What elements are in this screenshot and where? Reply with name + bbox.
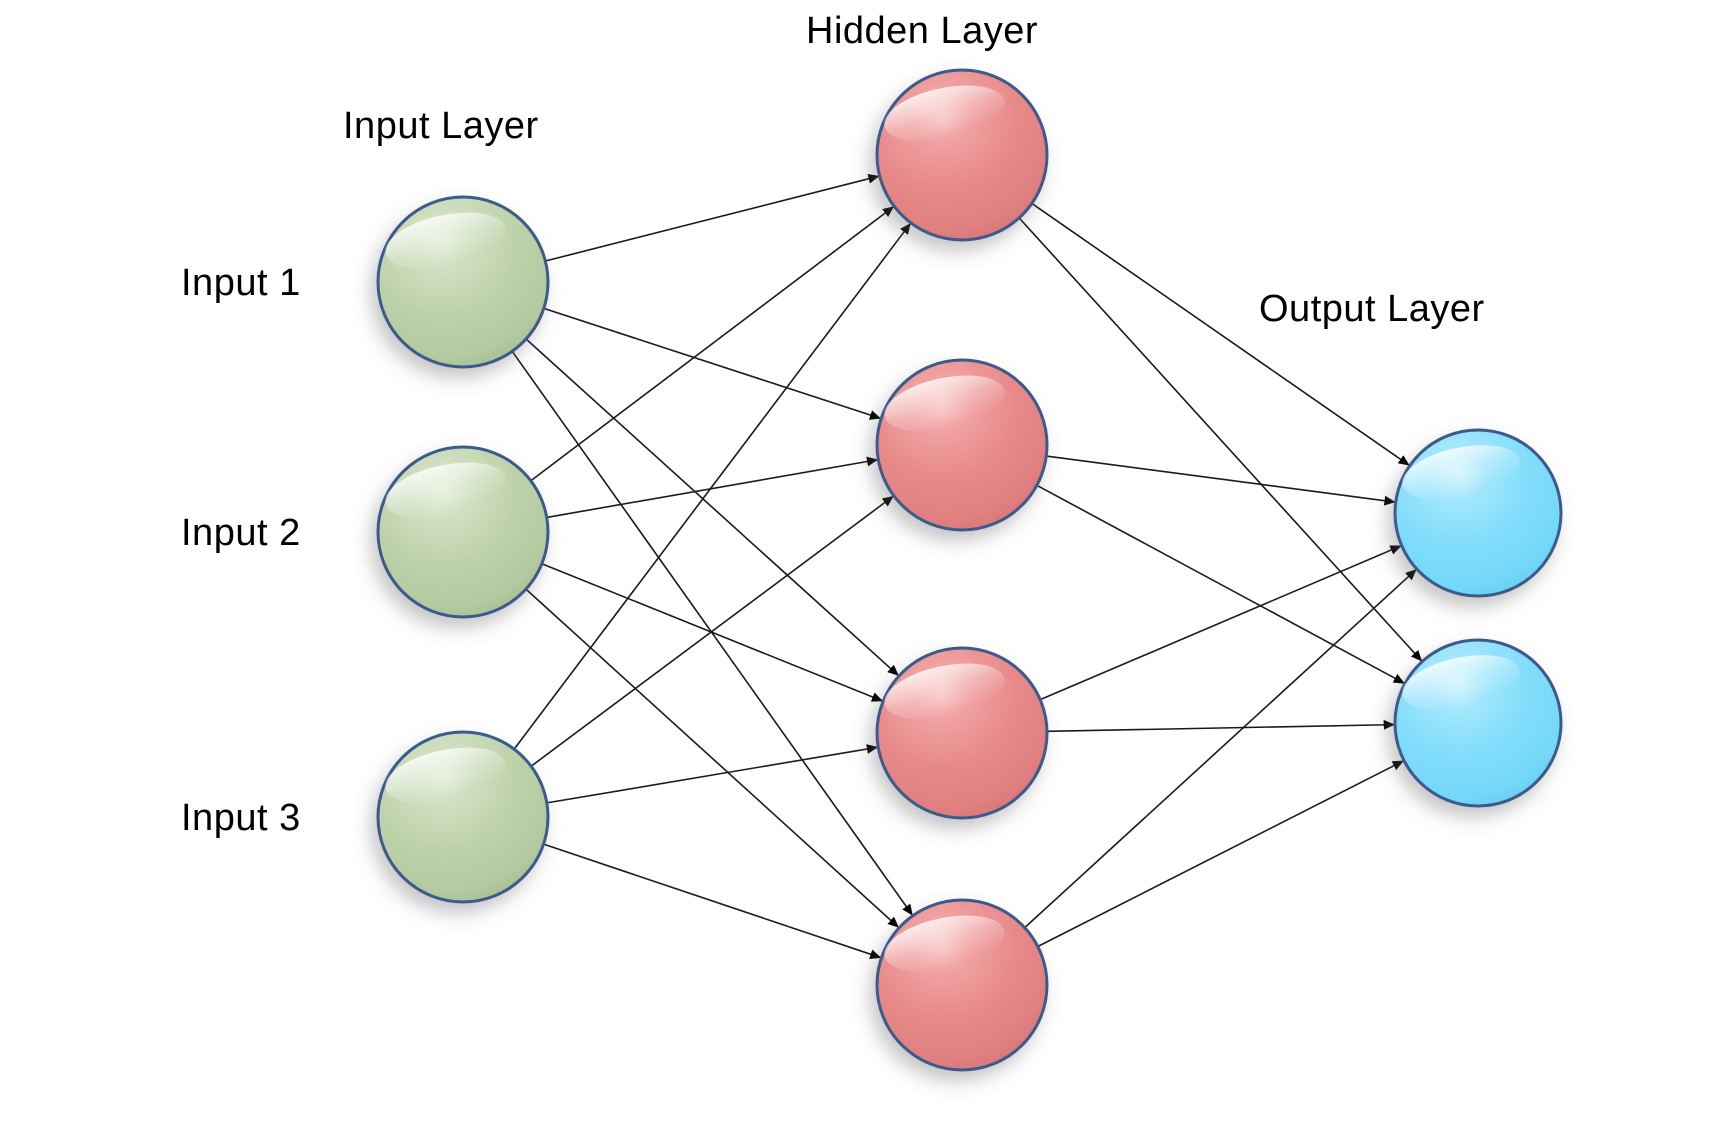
output-node-2[interactable] <box>1393 638 1563 808</box>
node-gloss-highlight <box>385 747 506 804</box>
edge-input-to-hidden <box>543 843 882 959</box>
edge-hidden-to-output <box>1046 455 1396 506</box>
edge-input-to-hidden <box>545 173 880 262</box>
hidden-node-1[interactable] <box>875 68 1049 242</box>
hidden-node-3[interactable] <box>875 646 1049 820</box>
hidden-node-2[interactable] <box>875 358 1049 532</box>
edge-hidden-to-output <box>1031 202 1410 466</box>
edge-input-to-hidden <box>543 307 882 420</box>
input-layer-title: Input Layer <box>343 105 539 147</box>
edge-input-to-hidden <box>513 222 911 750</box>
edge-input-to-hidden <box>546 456 879 519</box>
edges-group <box>511 173 1423 959</box>
output-layer-title: Output Layer <box>1259 288 1485 330</box>
edge-hidden-to-output <box>1039 545 1402 701</box>
input-node-label-1: Input 1 <box>181 262 301 304</box>
node-gloss-highlight <box>1402 445 1520 500</box>
edge-input-to-hidden <box>530 206 895 482</box>
edge-input-to-hidden <box>530 495 894 767</box>
input-node-1[interactable] <box>376 195 550 369</box>
output-node-1[interactable] <box>1393 428 1563 598</box>
edge-input-to-hidden <box>525 588 899 928</box>
node-gloss-highlight <box>884 915 1005 972</box>
input-node-3[interactable] <box>376 730 550 904</box>
edge-input-to-hidden <box>546 744 879 804</box>
edge-input-to-hidden <box>525 338 899 676</box>
node-gloss-highlight <box>884 663 1005 720</box>
input-node-2[interactable] <box>376 445 550 619</box>
input-node-label-2: Input 2 <box>181 512 301 554</box>
edge-hidden-to-output <box>1037 760 1404 948</box>
input-node-label-3: Input 3 <box>181 797 301 839</box>
node-gloss-highlight <box>884 375 1005 432</box>
node-gloss-highlight <box>385 462 506 519</box>
node-gloss-highlight <box>385 212 506 269</box>
edge-hidden-to-output <box>1018 217 1423 662</box>
nodes-group <box>376 68 1563 1072</box>
hidden-layer-title: Hidden Layer <box>806 10 1039 52</box>
node-gloss-highlight <box>1402 655 1520 710</box>
edge-hidden-to-output <box>1024 569 1417 929</box>
node-gloss-highlight <box>884 85 1005 142</box>
edge-hidden-to-output <box>1036 484 1405 684</box>
hidden-node-4[interactable] <box>875 898 1049 1072</box>
edge-hidden-to-output <box>1046 719 1395 733</box>
